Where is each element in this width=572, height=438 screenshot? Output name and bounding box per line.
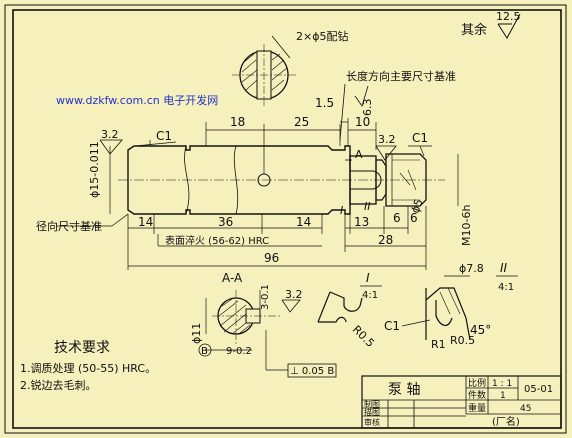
detail1-number: I bbox=[366, 271, 370, 285]
dim-6-a: 6 bbox=[393, 211, 401, 225]
scale-value: 1 : 1 bbox=[492, 379, 512, 389]
section-hole-label: 2×ϕ5配钻 bbox=[296, 29, 348, 43]
detail2-number: II bbox=[500, 261, 508, 275]
dim-25: 25 bbox=[294, 115, 309, 129]
datum-b-letter: B bbox=[201, 346, 208, 357]
row-traced: 描图 bbox=[364, 407, 380, 417]
row-drawn: 制图 bbox=[364, 399, 380, 409]
radius-r1: R1 bbox=[431, 338, 446, 351]
dim-13: 13 bbox=[354, 215, 369, 229]
detail2-scale: 4:1 bbox=[498, 282, 514, 293]
title-block bbox=[361, 375, 562, 429]
weight-value: 45 bbox=[520, 404, 531, 414]
detail1-view bbox=[317, 291, 363, 323]
dim-14-right: 14 bbox=[296, 215, 311, 229]
dim-18: 18 bbox=[230, 115, 245, 129]
company-name: (厂名) bbox=[492, 415, 520, 428]
roughness-value: 12.5 bbox=[496, 10, 521, 23]
shaft-main-view bbox=[118, 145, 445, 215]
detail1-scale: 4:1 bbox=[362, 290, 378, 301]
roughness-6-3-icon bbox=[354, 85, 369, 107]
top-dimensions bbox=[149, 118, 377, 174]
dim-phi11: ϕ11 bbox=[190, 323, 203, 344]
scale-label: 比例 bbox=[468, 377, 486, 389]
roughness-symbol-icon bbox=[497, 13, 521, 39]
roughness-section-icon bbox=[281, 299, 301, 313]
angle-45: 45° bbox=[470, 323, 491, 337]
bottom-dimensions bbox=[56, 206, 427, 270]
radial-datum-note: 径向尺寸基准 bbox=[36, 219, 102, 233]
qty-value: 1 bbox=[500, 391, 506, 401]
dim-28: 28 bbox=[378, 233, 393, 247]
roughness-3-2-left: 3.2 bbox=[101, 128, 119, 141]
inner-border bbox=[12, 9, 562, 429]
dim-36: 36 bbox=[218, 215, 233, 229]
qty-label: 件数 bbox=[468, 389, 486, 401]
watermark-text: www.dzkfw.com.cn 电子开发网 bbox=[56, 93, 218, 107]
part-name: 泵 轴 bbox=[388, 382, 420, 398]
tech-req-title: 技术要求 bbox=[54, 340, 110, 356]
chamfer-c1-detail: C1 bbox=[384, 319, 400, 333]
detail2-view bbox=[425, 287, 471, 341]
roughness-3-2-section: 3.2 bbox=[285, 288, 303, 301]
dim-9: 9-0.2 bbox=[226, 346, 252, 357]
row-checked: 审核 bbox=[364, 417, 380, 427]
detail-mark-i: I bbox=[340, 204, 343, 217]
dim-3-0: 3-0.1 bbox=[260, 284, 271, 310]
roughness-right-icon bbox=[375, 145, 397, 161]
chamfer-c1-left: C1 bbox=[156, 129, 172, 143]
dim-14-left: 14 bbox=[138, 215, 153, 229]
tech-req-item-1: 1.调质处理 (50-55) HRC。 bbox=[20, 362, 156, 375]
roughness-3-2-right: 3.2 bbox=[378, 133, 396, 146]
section-view-top bbox=[232, 35, 298, 106]
datum-b-circle bbox=[198, 343, 212, 357]
roughness-other-label: 其余 bbox=[461, 22, 487, 38]
radius-r0-5-a: R0.5 bbox=[350, 323, 377, 350]
section-aa-view bbox=[205, 290, 280, 351]
dim-phi7-8: ϕ7.8 bbox=[459, 262, 484, 275]
tech-req-item-2: 2.锐边去毛刺。 bbox=[20, 378, 97, 392]
dim-10: 10 bbox=[355, 115, 370, 129]
view-label-aa: A-A bbox=[222, 271, 243, 285]
tolerance-frame-text: ⊥ 0.05 B bbox=[290, 366, 334, 377]
dim-1-5: 1.5 bbox=[315, 96, 334, 110]
dim-6-b: 6 bbox=[410, 211, 418, 225]
dim-96: 96 bbox=[264, 251, 279, 265]
drawing-number: 05-01 bbox=[524, 384, 553, 395]
dim-phi5: ϕ5 bbox=[409, 197, 426, 215]
length-datum-note: 长度方向主要尺寸基准 bbox=[346, 69, 456, 83]
weight-label: 重量 bbox=[468, 402, 486, 414]
chamfer-c1-right: C1 bbox=[412, 131, 428, 145]
dim-phi15: ϕ15-0.011 bbox=[88, 141, 101, 198]
roughness-left-icon bbox=[99, 139, 123, 155]
detail-mark-ii: II bbox=[364, 200, 371, 213]
outer-border bbox=[4, 4, 567, 434]
hardening-note: 表面淬火 (56-62) HRC bbox=[165, 234, 269, 247]
tolerance-frame bbox=[287, 363, 337, 378]
radius-r0-5-b: R0.5 bbox=[450, 334, 475, 347]
dim-6-3: 6.3 bbox=[361, 99, 374, 117]
section-letter-a: A bbox=[355, 148, 363, 161]
dim-m10: M10-6h bbox=[460, 205, 473, 246]
